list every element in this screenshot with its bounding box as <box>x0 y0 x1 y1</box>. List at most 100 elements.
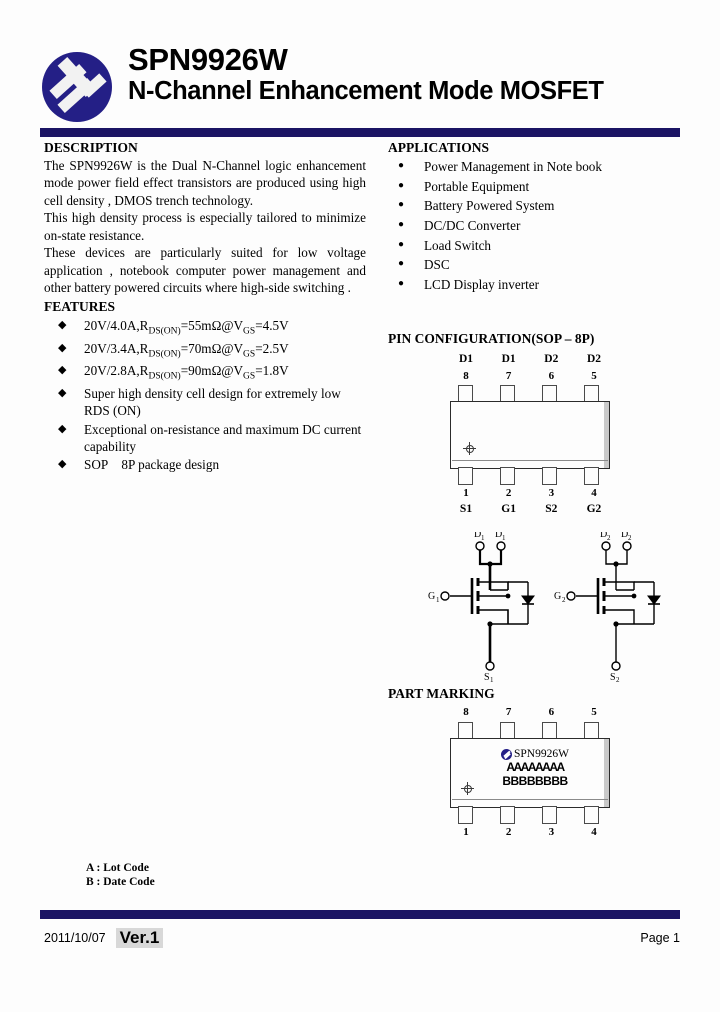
svg-text:1: 1 <box>490 676 494 682</box>
pin-number-8: 8 <box>463 370 469 383</box>
pin-number-4: 4 <box>591 487 597 500</box>
list-item: ◆ 20V/3.4A,RDS(ON)=70mΩ@VGS=2.5V <box>44 340 366 361</box>
diamond-bullet-icon: ◆ <box>58 422 67 435</box>
round-bullet-icon: ● <box>398 199 405 211</box>
schematic-label-g1: G <box>428 591 435 602</box>
feature-text: Super high density cell design for extre… <box>84 385 341 418</box>
feature-text: Exceptional on-resistance and maximum DC… <box>84 421 362 454</box>
schematic-label-d2a: D <box>600 532 607 540</box>
list-item: ● DSC <box>388 256 680 273</box>
pin-number-2: 2 <box>505 487 512 500</box>
description-body: The SPN9926W is the Dual N-Channel logic… <box>44 157 366 296</box>
pin-label-6: D2 <box>544 353 559 366</box>
list-item: ● LCD Display inverter <box>388 276 680 293</box>
diamond-bullet-icon: ◆ <box>58 319 67 332</box>
marking-pin-1: 1 <box>463 826 469 839</box>
round-bullet-icon: ● <box>398 258 405 270</box>
marking-top-numbers: 8 7 6 5 <box>455 706 605 718</box>
features-heading: FEATURES <box>44 299 116 315</box>
pin-bottom-numbers: 1 2 3 4 <box>455 487 605 499</box>
round-bullet-icon: ● <box>398 179 405 191</box>
list-item: ●Power Management in Note book <box>388 158 680 175</box>
marking-lead-4 <box>584 806 599 825</box>
list-item: ● Portable Equipment <box>388 178 680 195</box>
marking-bottom-numbers: 1 2 3 4 <box>455 826 605 838</box>
part-marking-heading: PART MARKING <box>388 686 495 702</box>
marking-pin-5: 5 <box>591 706 597 719</box>
pin-number-6: 6 <box>548 370 555 383</box>
list-item: ◆ Exceptional on-resistance and maximum … <box>44 421 366 455</box>
pin-label-1: S1 <box>459 503 473 516</box>
schematic-label-s1: S <box>484 672 490 682</box>
left-column: DESCRIPTION The SPN9926W is the Dual N-C… <box>44 140 366 475</box>
feature-text: SOP 8P package design <box>84 457 220 473</box>
applications-list: ●Power Management in Note book ●Portable… <box>388 158 680 293</box>
application-text: DSC <box>424 257 450 273</box>
header-divider <box>40 128 680 137</box>
list-item: ◆ SOP 8P package design <box>44 456 366 473</box>
footer-divider <box>40 910 680 919</box>
marking-pin-6: 6 <box>548 706 555 719</box>
marking-lead-3 <box>542 806 557 825</box>
footer-page-number: Page 1 <box>640 931 680 945</box>
diamond-bullet-icon: ◆ <box>58 364 67 377</box>
pin-configuration-heading: PIN CONFIGURATION(SOP – 8P) <box>388 331 595 347</box>
diamond-bullet-icon: ◆ <box>58 341 67 354</box>
application-text: Power Management in Note book <box>424 159 602 174</box>
page-header: SPN9926W N-Channel Enhancement Mode MOSF… <box>40 44 680 128</box>
list-item: ◆ 20V/4.0A,RDS(ON)=55mΩ@VGS=4.5V <box>44 317 366 338</box>
right-column: APPLICATIONS ●Power Management in Note b… <box>388 140 680 879</box>
marking-logo-icon <box>501 748 513 760</box>
svg-text:1: 1 <box>436 596 440 604</box>
pin-configuration-diagram: D1 D1 D2 D2 8 7 6 5 <box>388 351 680 526</box>
diamond-bullet-icon: ◆ <box>58 386 67 399</box>
page-footer: 2011/10/07 Ver.1 Page 1 <box>44 928 680 948</box>
lead-3 <box>542 467 557 486</box>
svg-text:1: 1 <box>502 534 506 542</box>
pin-label-3: S2 <box>545 503 558 516</box>
schematic-label-d2b: D <box>621 532 628 540</box>
application-text: LCD Display inverter <box>424 276 539 292</box>
list-item: ● Battery Powered System <box>388 197 680 214</box>
application-text: DC/DC Converter <box>424 217 521 233</box>
package-body <box>450 401 610 470</box>
legend-lot-code: A : Lot Code <box>86 862 149 874</box>
svg-text:2: 2 <box>616 676 620 682</box>
marking-code-legend: A : Lot Code B : Date Code <box>86 862 155 889</box>
page-subtitle: N-Channel Enhancement Mode MOSFET <box>128 76 604 105</box>
pin-label-8: D1 <box>458 353 474 366</box>
pin-bottom-labels: S1 G1 S2 G2 <box>455 503 605 515</box>
applications-heading: APPLICATIONS <box>388 140 490 155</box>
marking-lead-2 <box>500 806 515 825</box>
pin-label-2: G1 <box>501 503 516 516</box>
footer-version: Ver.1 <box>115 928 164 948</box>
pin-label-4: G2 <box>586 503 602 516</box>
application-text: Portable Equipment <box>424 178 530 194</box>
mosfet-schematic-svg: D1 D1 G1 S1 D2 D2 G2 S2 <box>428 529 661 684</box>
lead-2 <box>500 467 515 486</box>
marking-pin-4: 4 <box>591 826 597 839</box>
description-heading: DESCRIPTION <box>44 140 138 155</box>
list-item: ●Load Switch <box>388 237 680 254</box>
marking-pin-7: 7 <box>505 706 512 719</box>
feature-text: 20V/2.8A,RDS(ON)=90mΩ@VGS=1.8V <box>84 363 289 382</box>
schematic-label-g2: G <box>554 591 561 602</box>
features-list: ◆ 20V/4.0A,RDS(ON)=55mΩ@VGS=4.5V ◆ 20V/3… <box>44 317 366 473</box>
legend-date-code: B : Date Code <box>86 875 155 888</box>
application-text: Load Switch <box>424 237 492 253</box>
svg-text:2: 2 <box>607 534 611 542</box>
marking-package-body <box>450 738 610 809</box>
round-bullet-icon: ● <box>398 218 405 230</box>
marking-line-1: SPN9926W <box>460 748 610 760</box>
application-text: Battery Powered System <box>424 198 555 214</box>
list-item: ● DC/DC Converter <box>388 217 680 234</box>
pin-top-labels: D1 D1 D2 D2 <box>455 353 605 365</box>
footer-date: 2011/10/07 <box>44 931 106 945</box>
company-logo-icon <box>40 50 114 124</box>
marking-pin1-marker-icon <box>461 782 474 796</box>
feature-text: 20V/3.4A,RDS(ON)=70mΩ@VGS=2.5V <box>84 340 289 360</box>
page-title: SPN9926W <box>128 42 288 77</box>
round-bullet-icon: ● <box>398 277 405 289</box>
svg-text:2: 2 <box>628 534 632 542</box>
